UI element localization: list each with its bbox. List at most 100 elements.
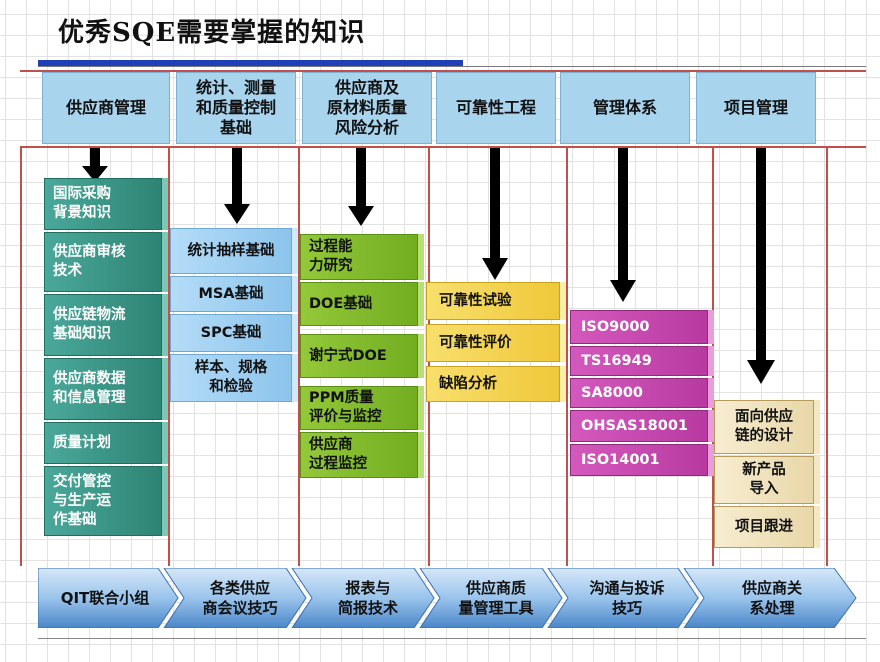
box-line: 新产品 xyxy=(742,462,786,478)
footer-line: 技巧 xyxy=(611,599,642,617)
box-text: 供应商数据和信息管理 xyxy=(53,370,126,408)
box-msa: MSA基础 xyxy=(170,276,292,312)
header-supplier-management: 供应商管理 xyxy=(42,72,170,144)
box-line: 质量计划 xyxy=(53,434,111,451)
header-text: 统计、测量和质量控制基础 xyxy=(196,78,276,138)
footer-step-qit: QIT联合小组 xyxy=(38,568,172,628)
footer-line: 报表与 xyxy=(345,579,391,597)
box-line: 与生产运 xyxy=(53,492,111,509)
box-text: 供应链物流基础知识 xyxy=(53,306,126,344)
box-line: 供应商审核 xyxy=(53,244,126,260)
bottom-rule xyxy=(38,638,866,639)
footer-step-quality-tools: 供应商质量管理工具 xyxy=(434,568,558,628)
footer-chevrons-shape xyxy=(38,568,857,628)
box-text: 供应商审核技术 xyxy=(53,243,126,281)
header-risk-analysis: 供应商及原材料质量风险分析 xyxy=(302,72,432,144)
box-line: 谢宁式DOE xyxy=(309,347,387,364)
box-shainin-doe: 谢宁式DOE xyxy=(300,334,418,378)
header-line: 供应商管理 xyxy=(65,98,146,117)
footer-process-bar: QIT联合小组 各类供应商会议技巧 报表与简报技术 供应商质量管理工具 沟通与投… xyxy=(38,568,858,628)
box-line: 和信息管理 xyxy=(53,390,126,406)
footer-line: 量管理工具 xyxy=(458,599,534,617)
box-line: 项目跟进 xyxy=(735,518,793,535)
box-line: 导入 xyxy=(749,481,779,497)
box-supplier-process-monitor: 供应商过程监控 xyxy=(300,432,418,478)
box-line: ISO14001 xyxy=(581,451,660,468)
box-line: 可靠性试验 xyxy=(439,292,512,309)
header-line: 和质量控制 xyxy=(195,98,276,117)
down-arrow-icon xyxy=(224,148,250,224)
column-divider xyxy=(168,148,170,566)
box-line: 过程能 xyxy=(309,239,353,255)
header-line: 基础 xyxy=(219,118,252,137)
box-text: 面向供应链的设计 xyxy=(735,408,793,446)
box-supplier-audit: 供应商审核技术 xyxy=(44,232,162,292)
column-divider xyxy=(826,148,828,566)
box-line: 力研究 xyxy=(309,258,353,274)
page-title: 优秀SQE需要掌握的知识 xyxy=(58,18,366,48)
footer-line: 沟通与投诉 xyxy=(589,579,665,597)
down-arrow-icon xyxy=(82,148,108,182)
box-line: 供应链物流 xyxy=(53,307,126,323)
red-rule-upper xyxy=(20,70,866,72)
box-supplier-data: 供应商数据和信息管理 xyxy=(44,358,162,420)
box-line: 面向供应 xyxy=(735,409,793,425)
box-line: TS16949 xyxy=(581,352,652,369)
box-quality-plan: 质量计划 xyxy=(44,422,162,464)
box-text: 样本、规格和检验 xyxy=(195,359,268,397)
box-text: 过程能力研究 xyxy=(309,238,353,276)
column-divider xyxy=(566,148,568,566)
box-line: 交付管控 xyxy=(53,473,111,490)
box-line: MSA基础 xyxy=(198,285,264,302)
footer-line: 各类供应 xyxy=(209,579,270,597)
column-divider xyxy=(298,148,300,566)
down-arrow-icon xyxy=(747,148,775,384)
box-spc: SPC基础 xyxy=(170,314,292,352)
header-text: 供应商及原材料质量风险分析 xyxy=(327,78,407,138)
footer-step-communication: 沟通与投诉技巧 xyxy=(562,568,692,628)
box-line: 供应商 xyxy=(309,437,353,453)
box-line: 评价与监控 xyxy=(309,409,382,425)
footer-line: 系处理 xyxy=(749,599,795,617)
box-project-follow-up: 项目跟进 xyxy=(714,506,814,548)
box-npi: 新产品导入 xyxy=(714,456,814,504)
box-text: 供应商过程监控 xyxy=(309,436,367,474)
box-line: 背景知识 xyxy=(53,205,111,221)
footer-line: 简报技术 xyxy=(337,599,398,617)
header-management-system: 管理体系 xyxy=(560,72,690,144)
box-iso14001: ISO14001 xyxy=(570,444,708,476)
box-statistical-sampling: 统计抽样基础 xyxy=(170,228,292,274)
header-text: 供应商管理 xyxy=(66,98,146,118)
box-line: SA8000 xyxy=(581,384,644,401)
column-divider xyxy=(712,148,714,566)
red-rule-lower xyxy=(20,146,866,148)
box-line: 链的设计 xyxy=(735,428,793,444)
box-line: 作基础 xyxy=(53,511,97,528)
box-line: DOE基础 xyxy=(309,295,373,312)
header-line: 原材料质量 xyxy=(326,98,407,117)
box-intl-purchasing: 国际采购背景知识 xyxy=(44,178,162,230)
header-line: 供应商及 xyxy=(334,78,399,97)
box-sa8000: SA8000 xyxy=(570,378,708,408)
footer-line: 商会议技巧 xyxy=(202,599,278,617)
header-reliability: 可靠性工程 xyxy=(436,72,556,144)
header-line: 风险分析 xyxy=(334,118,399,137)
header-line: 管理体系 xyxy=(592,98,657,117)
box-reliability-test: 可靠性试验 xyxy=(426,282,560,320)
footer-line: 供应商质 xyxy=(465,579,526,597)
box-line: PPM质量 xyxy=(309,390,374,406)
box-text: PPM质量评价与监控 xyxy=(309,389,382,427)
box-ohsas18001: OHSAS18001 xyxy=(570,410,708,442)
footer-line: QIT联合小组 xyxy=(60,589,150,607)
box-ts16949: TS16949 xyxy=(570,346,708,376)
footer-step-supplier-relations: 供应商关系处理 xyxy=(702,568,842,628)
box-ppm-quality: PPM质量评价与监控 xyxy=(300,386,418,430)
header-line: 项目管理 xyxy=(723,98,788,117)
box-line: OHSAS18001 xyxy=(581,417,689,434)
box-line: 缺陷分析 xyxy=(439,375,497,392)
top-bar xyxy=(38,60,463,67)
box-line: SPC基础 xyxy=(200,324,262,341)
box-defect-analysis: 缺陷分析 xyxy=(426,366,560,402)
footer-step-meeting-skills: 各类供应商会议技巧 xyxy=(178,568,302,628)
box-process-capability: 过程能力研究 xyxy=(300,234,418,280)
